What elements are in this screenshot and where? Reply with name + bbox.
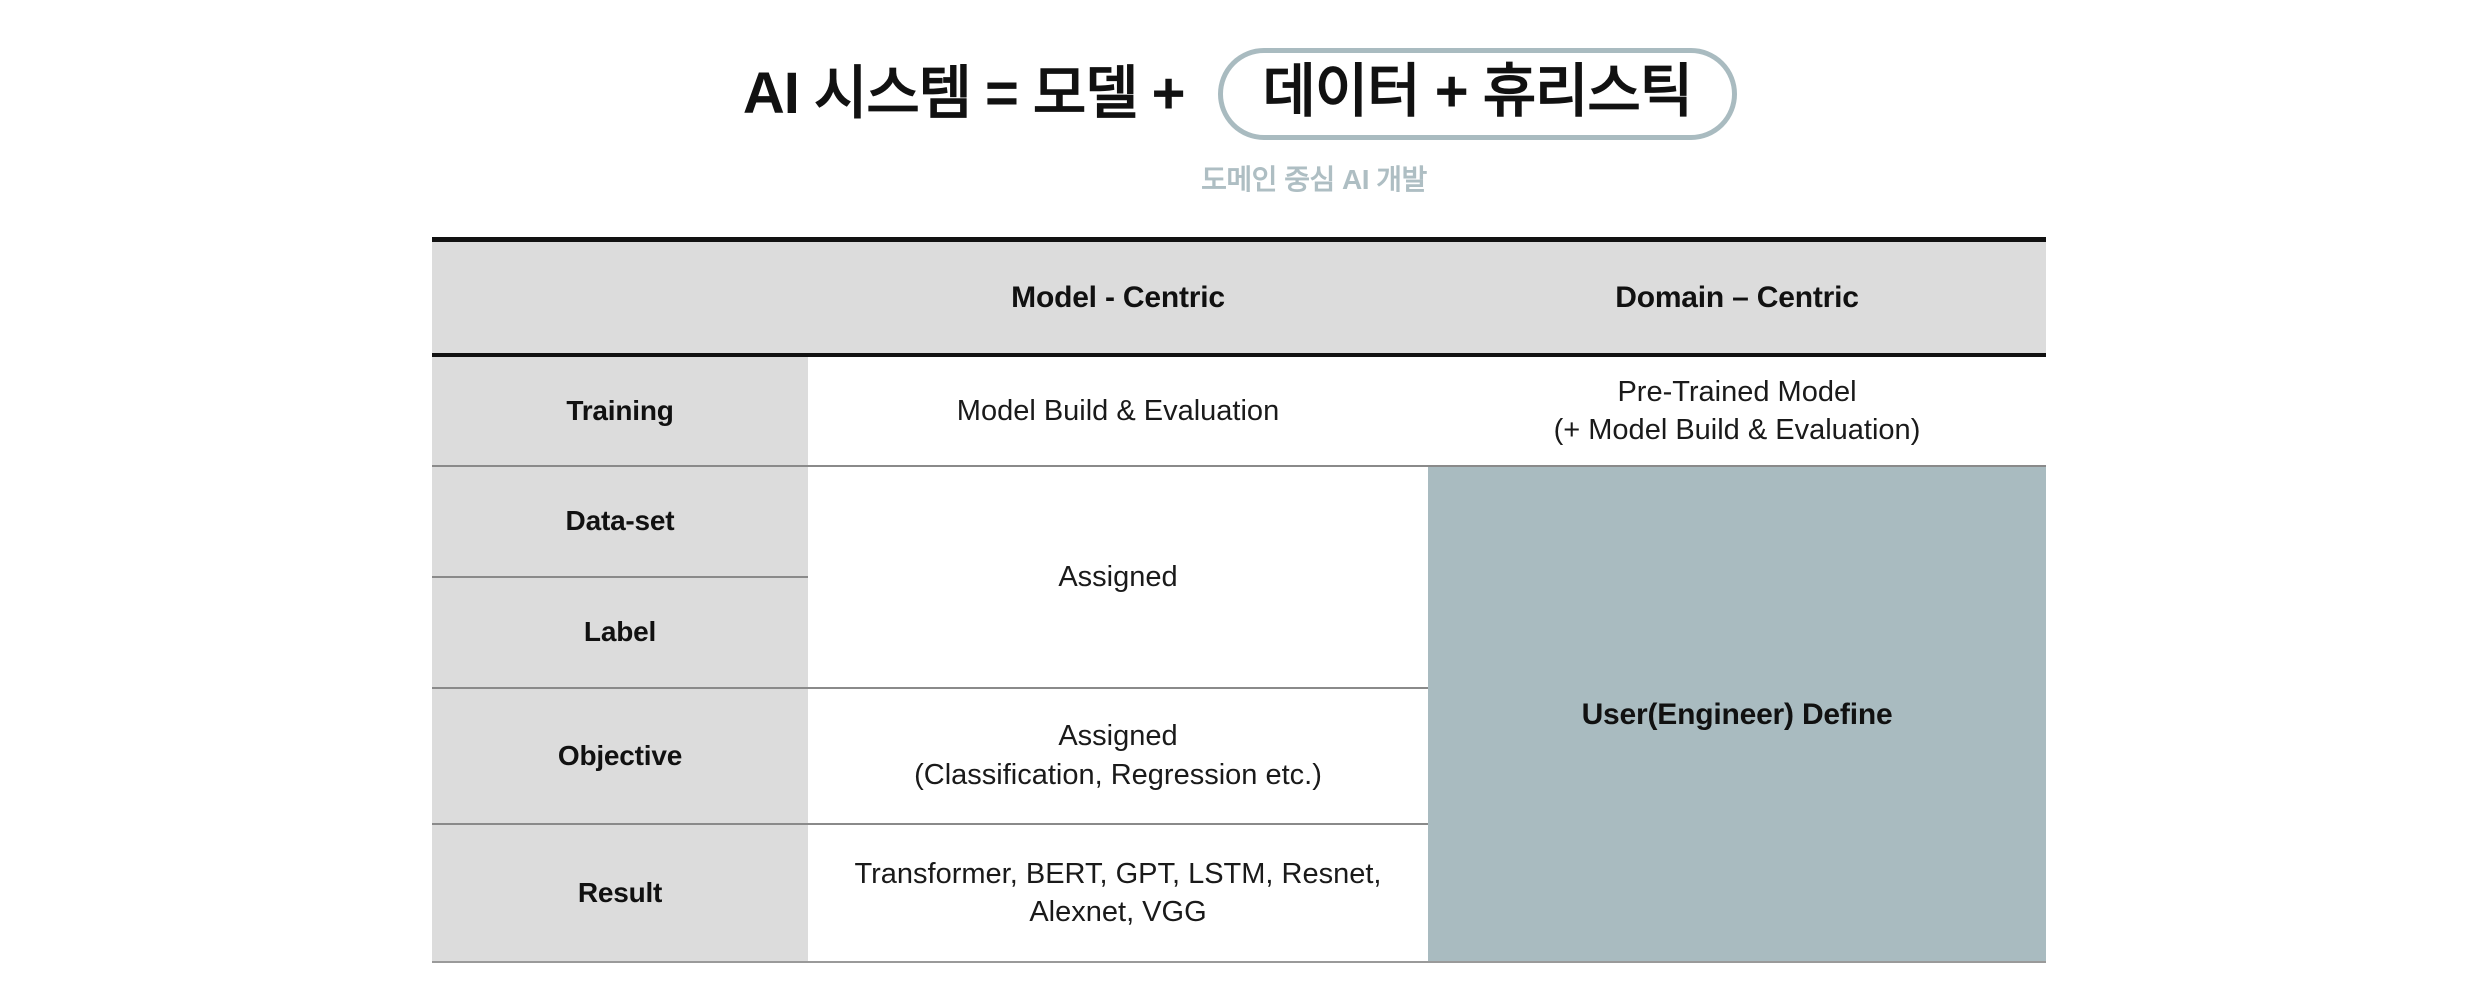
table-row: Objective Assigned (Classification, Regr… — [432, 687, 2046, 825]
table-row: Result Transformer, BERT, GPT, LSTM, Res… — [432, 823, 2046, 964]
cell-result-model-centric: Transformer, BERT, GPT, LSTM, Resnet, Al… — [808, 823, 1428, 962]
table-bottom-rule — [432, 961, 2046, 963]
comparison-table: Model - Centric Domain – Centric Trainin… — [432, 237, 2046, 964]
row-label-result: Result — [432, 823, 808, 964]
title-part-data-heuristic: 데이터 + 휴리스틱 — [1262, 59, 1694, 124]
comparison-table-wrapper: Model - Centric Domain – Centric Trainin… — [432, 237, 2046, 964]
cell-objective-model-centric: Assigned (Classification, Regression etc… — [808, 687, 1428, 825]
header-cell-domain-centric: Domain – Centric — [1428, 237, 2046, 358]
header-cell-blank — [432, 237, 808, 358]
title-block: AI 시스템 = 모델 + 데이터 + 휴리스틱 — [0, 48, 2480, 140]
title-part-ai-system: AI 시스템 — [742, 61, 972, 126]
title-part-model: 모델 — [1032, 61, 1139, 126]
row-label-label: Label — [432, 576, 808, 689]
table-row: Training Model Build & Evaluation Pre-Tr… — [432, 355, 2046, 468]
cell-training-domain-centric: Pre-Trained Model (+ Model Build & Evalu… — [1428, 355, 2046, 468]
cell-domain-centric-user-define: User(Engineer) Define — [1428, 466, 2046, 962]
cell-training-domain-line2: (+ Model Build & Evaluation) — [1553, 414, 1921, 447]
title-plus-sign: + — [1151, 61, 1186, 126]
table-header-row: Model - Centric Domain – Centric — [432, 237, 2046, 358]
row-label-objective: Objective — [432, 687, 808, 825]
subtitle-text: 도메인 중심 AI 개발 — [1201, 164, 1427, 195]
row-label-training: Training — [432, 355, 808, 468]
cell-dataset-label-model-centric: Assigned — [808, 466, 1428, 689]
cell-result-line1: Transformer, BERT, GPT, LSTM, Resnet, — [854, 858, 1382, 891]
table-row: Data-set Assigned User(Engineer) Define — [432, 466, 2046, 962]
row-label-data-set: Data-set — [432, 466, 808, 578]
cell-result-line2: Alexnet, VGG — [1029, 896, 1207, 929]
cell-training-model-centric: Model Build & Evaluation — [808, 355, 1428, 468]
title-equation: AI 시스템 = 모델 + 데이터 + 휴리스틱 — [742, 48, 1738, 140]
title-highlight-pill: 데이터 + 휴리스틱 — [1217, 48, 1738, 140]
cell-objective-line2: (Classification, Regression etc.) — [914, 758, 1322, 791]
header-cell-model-centric: Model - Centric — [808, 237, 1428, 358]
subtitle-row: 도메인 중심 AI 개발 — [0, 158, 2480, 198]
title-equals-sign: = — [985, 61, 1019, 126]
cell-training-domain-line1: Pre-Trained Model — [1617, 375, 1857, 408]
table-row: Label — [432, 576, 2046, 689]
cell-objective-line1: Assigned — [1058, 720, 1178, 753]
